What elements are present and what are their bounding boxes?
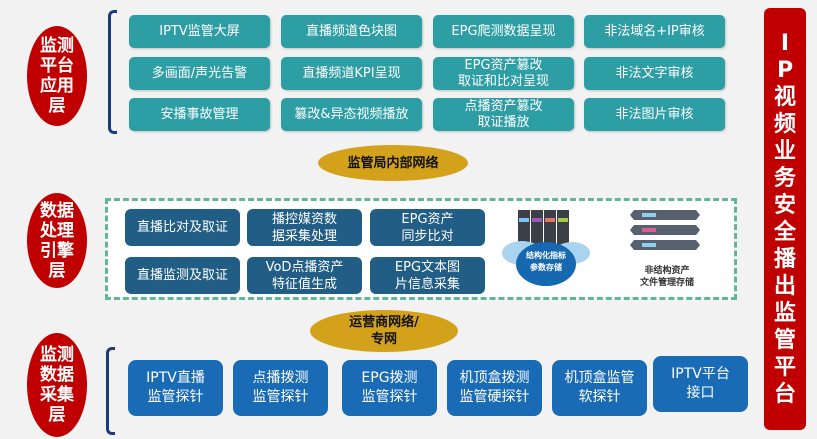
probe-box: IPTV平台 接口 — [653, 356, 748, 412]
cloud-operator-network: 运营商网络/ 专网 — [310, 310, 458, 352]
cloud-internal-network: 监管局内部网络 — [318, 145, 468, 181]
engine-module-box: EPG资产 同步比对 — [370, 209, 485, 246]
app-module-box: IPTV监管大屏 — [129, 15, 270, 48]
layer-text: 数据处理引擎层 — [40, 200, 74, 281]
probe-box: 机顶盒拨测 监管硬探针 — [447, 360, 542, 416]
app-module-box: 多画面/声光告警 — [129, 57, 270, 90]
engine-module-box: 直播监测及取证 — [125, 257, 240, 294]
layer-label-collection: 监测数据采集层 — [27, 333, 87, 437]
app-module-box: 点播资产篡改 取证播放 — [433, 98, 574, 131]
app-module-box: 非法图片审核 — [584, 98, 725, 131]
structured-storage-icon — [500, 208, 590, 290]
probe-box: IPTV直播 监管探针 — [128, 360, 223, 416]
platform-title-bar: IP视频业务安全播出监管平台 — [764, 8, 806, 430]
app-module-box: 安播事故管理 — [129, 98, 270, 131]
engine-module-box: 播控媒资数 据采集处理 — [247, 209, 362, 246]
app-module-box: EPG爬测数据呈现 — [433, 15, 574, 48]
unstructured-storage-icon — [630, 208, 700, 253]
platform-title: IP视频业务安全播出监管平台 — [773, 31, 796, 407]
engine-module-box: VoD点播资产 特征值生成 — [247, 257, 362, 294]
app-module-box: 非法域名+IP审核 — [584, 15, 725, 48]
unstructured-storage-label: 非结构资产 文件管理存储 — [639, 266, 694, 288]
layer-text: 监测平台应用层 — [40, 36, 74, 116]
bracket-bottom — [106, 347, 115, 435]
app-module-box: 非法文字审核 — [584, 57, 725, 90]
bracket-top — [108, 10, 117, 134]
app-module-box: EPG资产篡改 取证和比对呈现 — [433, 57, 574, 90]
probe-box: EPG拨测 监管探针 — [342, 360, 437, 416]
probe-box: 机顶盒监管 软探针 — [552, 360, 647, 416]
engine-module-box: 直播比对及取证 — [125, 209, 240, 246]
app-module-box: 篡改&异态视频播放 — [281, 98, 422, 131]
engine-module-box: EPG文本图 片信息采集 — [370, 257, 485, 294]
app-module-box: 直播频道KPI呈现 — [281, 57, 422, 90]
structured-storage-label: 结构化指标 参数存储 — [526, 251, 566, 272]
layer-label-engine: 数据处理引擎层 — [27, 193, 87, 288]
layer-text: 监测数据采集层 — [40, 345, 74, 425]
probe-box: 点播拨测 监管探针 — [233, 360, 328, 416]
layer-label-application: 监测平台应用层 — [27, 26, 87, 126]
app-module-box: 直播频道色块图 — [281, 15, 422, 48]
